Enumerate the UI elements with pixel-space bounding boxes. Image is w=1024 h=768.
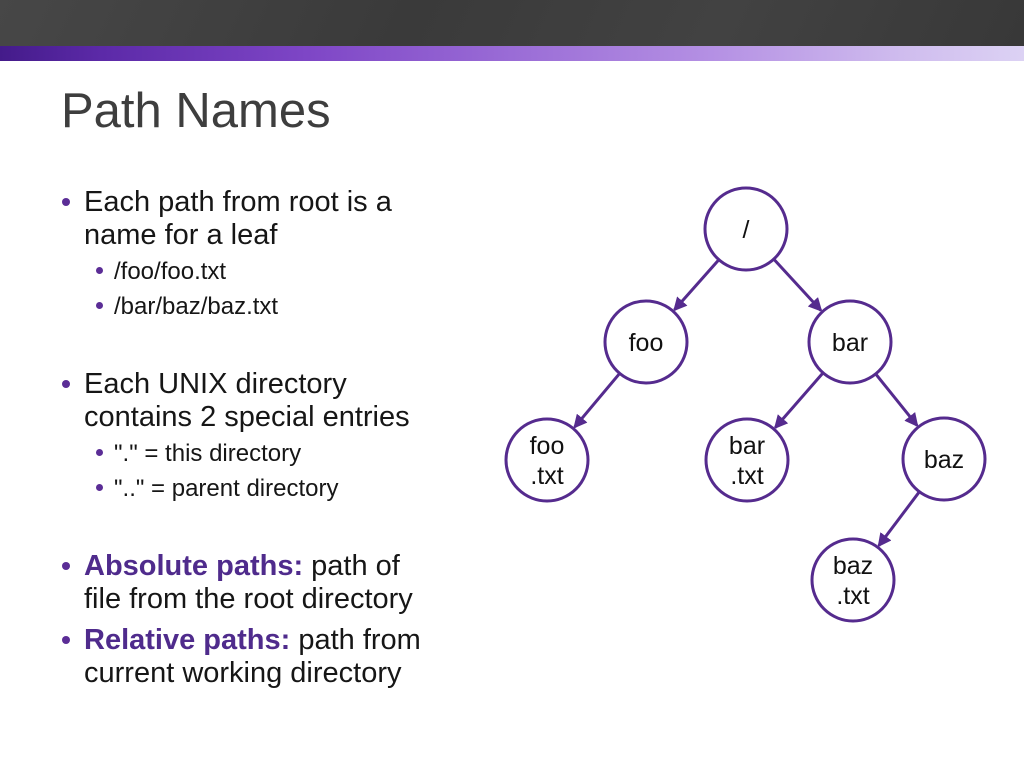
bullet-text: Absolute paths: path of file from the ro… <box>84 550 413 615</box>
tree-node-bar_txt <box>704 417 790 503</box>
page-title: Path Names <box>61 84 331 138</box>
tree-node-foo_txt <box>504 417 590 503</box>
sub-bullet-item: ".." = parent directory <box>96 474 532 504</box>
header-gradient-stripe <box>0 46 1024 61</box>
sub-bullet-item: "." = this directory <box>96 439 532 469</box>
tree-node-label-foo: foo <box>629 329 664 357</box>
sub-bullet-item: /bar/baz/baz.txt <box>96 292 532 322</box>
tree-node-root <box>703 186 789 272</box>
bullet-dot-icon <box>62 186 84 252</box>
bullet-text: Each UNIX directory contains 2 special e… <box>84 368 410 433</box>
tree-node-label-foo_txt: foo.txt <box>530 432 565 490</box>
tree-node-baz <box>901 416 987 502</box>
tree-node-bar <box>807 299 893 385</box>
tree-edges <box>573 258 920 548</box>
bullet-dot-icon <box>62 368 84 434</box>
bullet-dot-icon <box>96 257 114 287</box>
bullet-text: "." = this directory <box>114 440 302 467</box>
tree-edge-foo-foo_txt <box>573 373 621 429</box>
bullet-text: /foo/foo.txt <box>114 258 227 285</box>
tree-diagram: / foo bar foo.txt bar.txt baz baz.txt <box>504 186 987 623</box>
bullet-list: Each path from root is a name for a leaf… <box>62 186 532 690</box>
bullet-text: /bar/baz/baz.txt <box>114 293 279 320</box>
bullet-item: Relative paths: path from current workin… <box>62 624 532 690</box>
bullet-text: ".." = parent directory <box>114 475 339 502</box>
bullet-dot-icon <box>62 624 84 690</box>
bullet-dot-icon <box>96 292 114 322</box>
tree-node-label-root: / <box>743 216 750 244</box>
header-bar <box>0 0 1024 46</box>
tree-edge-root-bar <box>773 258 823 312</box>
tree-edge-bar-baz <box>875 373 919 428</box>
bullet-item: Each path from root is a name for a leaf <box>62 186 532 252</box>
tree-edge-root-foo <box>673 259 720 312</box>
tree-nodes: / foo bar foo.txt bar.txt baz baz.txt <box>504 186 987 623</box>
tree-node-foo <box>603 299 689 385</box>
bullet-dot-icon <box>62 550 84 616</box>
tree-node-baz_txt <box>810 537 896 623</box>
tree-edge-bar-bar_txt <box>773 372 824 430</box>
bullet-dot-icon <box>96 439 114 469</box>
bullet-item: Absolute paths: path of file from the ro… <box>62 550 532 616</box>
bullet-item: Each UNIX directory contains 2 special e… <box>62 368 532 434</box>
tree-node-label-bar: bar <box>832 329 868 357</box>
tree-edge-baz-baz_txt <box>877 491 920 548</box>
tree-node-label-bar_txt: bar.txt <box>729 432 765 490</box>
tree-node-label-baz: baz <box>924 446 964 474</box>
tree-node-label-baz_txt: baz.txt <box>833 552 873 610</box>
bullet-dot-icon <box>96 474 114 504</box>
sub-bullet-item: /foo/foo.txt <box>96 257 532 287</box>
bullet-text: Each path from root is a name for a leaf <box>84 186 392 251</box>
bullet-text: Relative paths: path from current workin… <box>84 624 421 689</box>
